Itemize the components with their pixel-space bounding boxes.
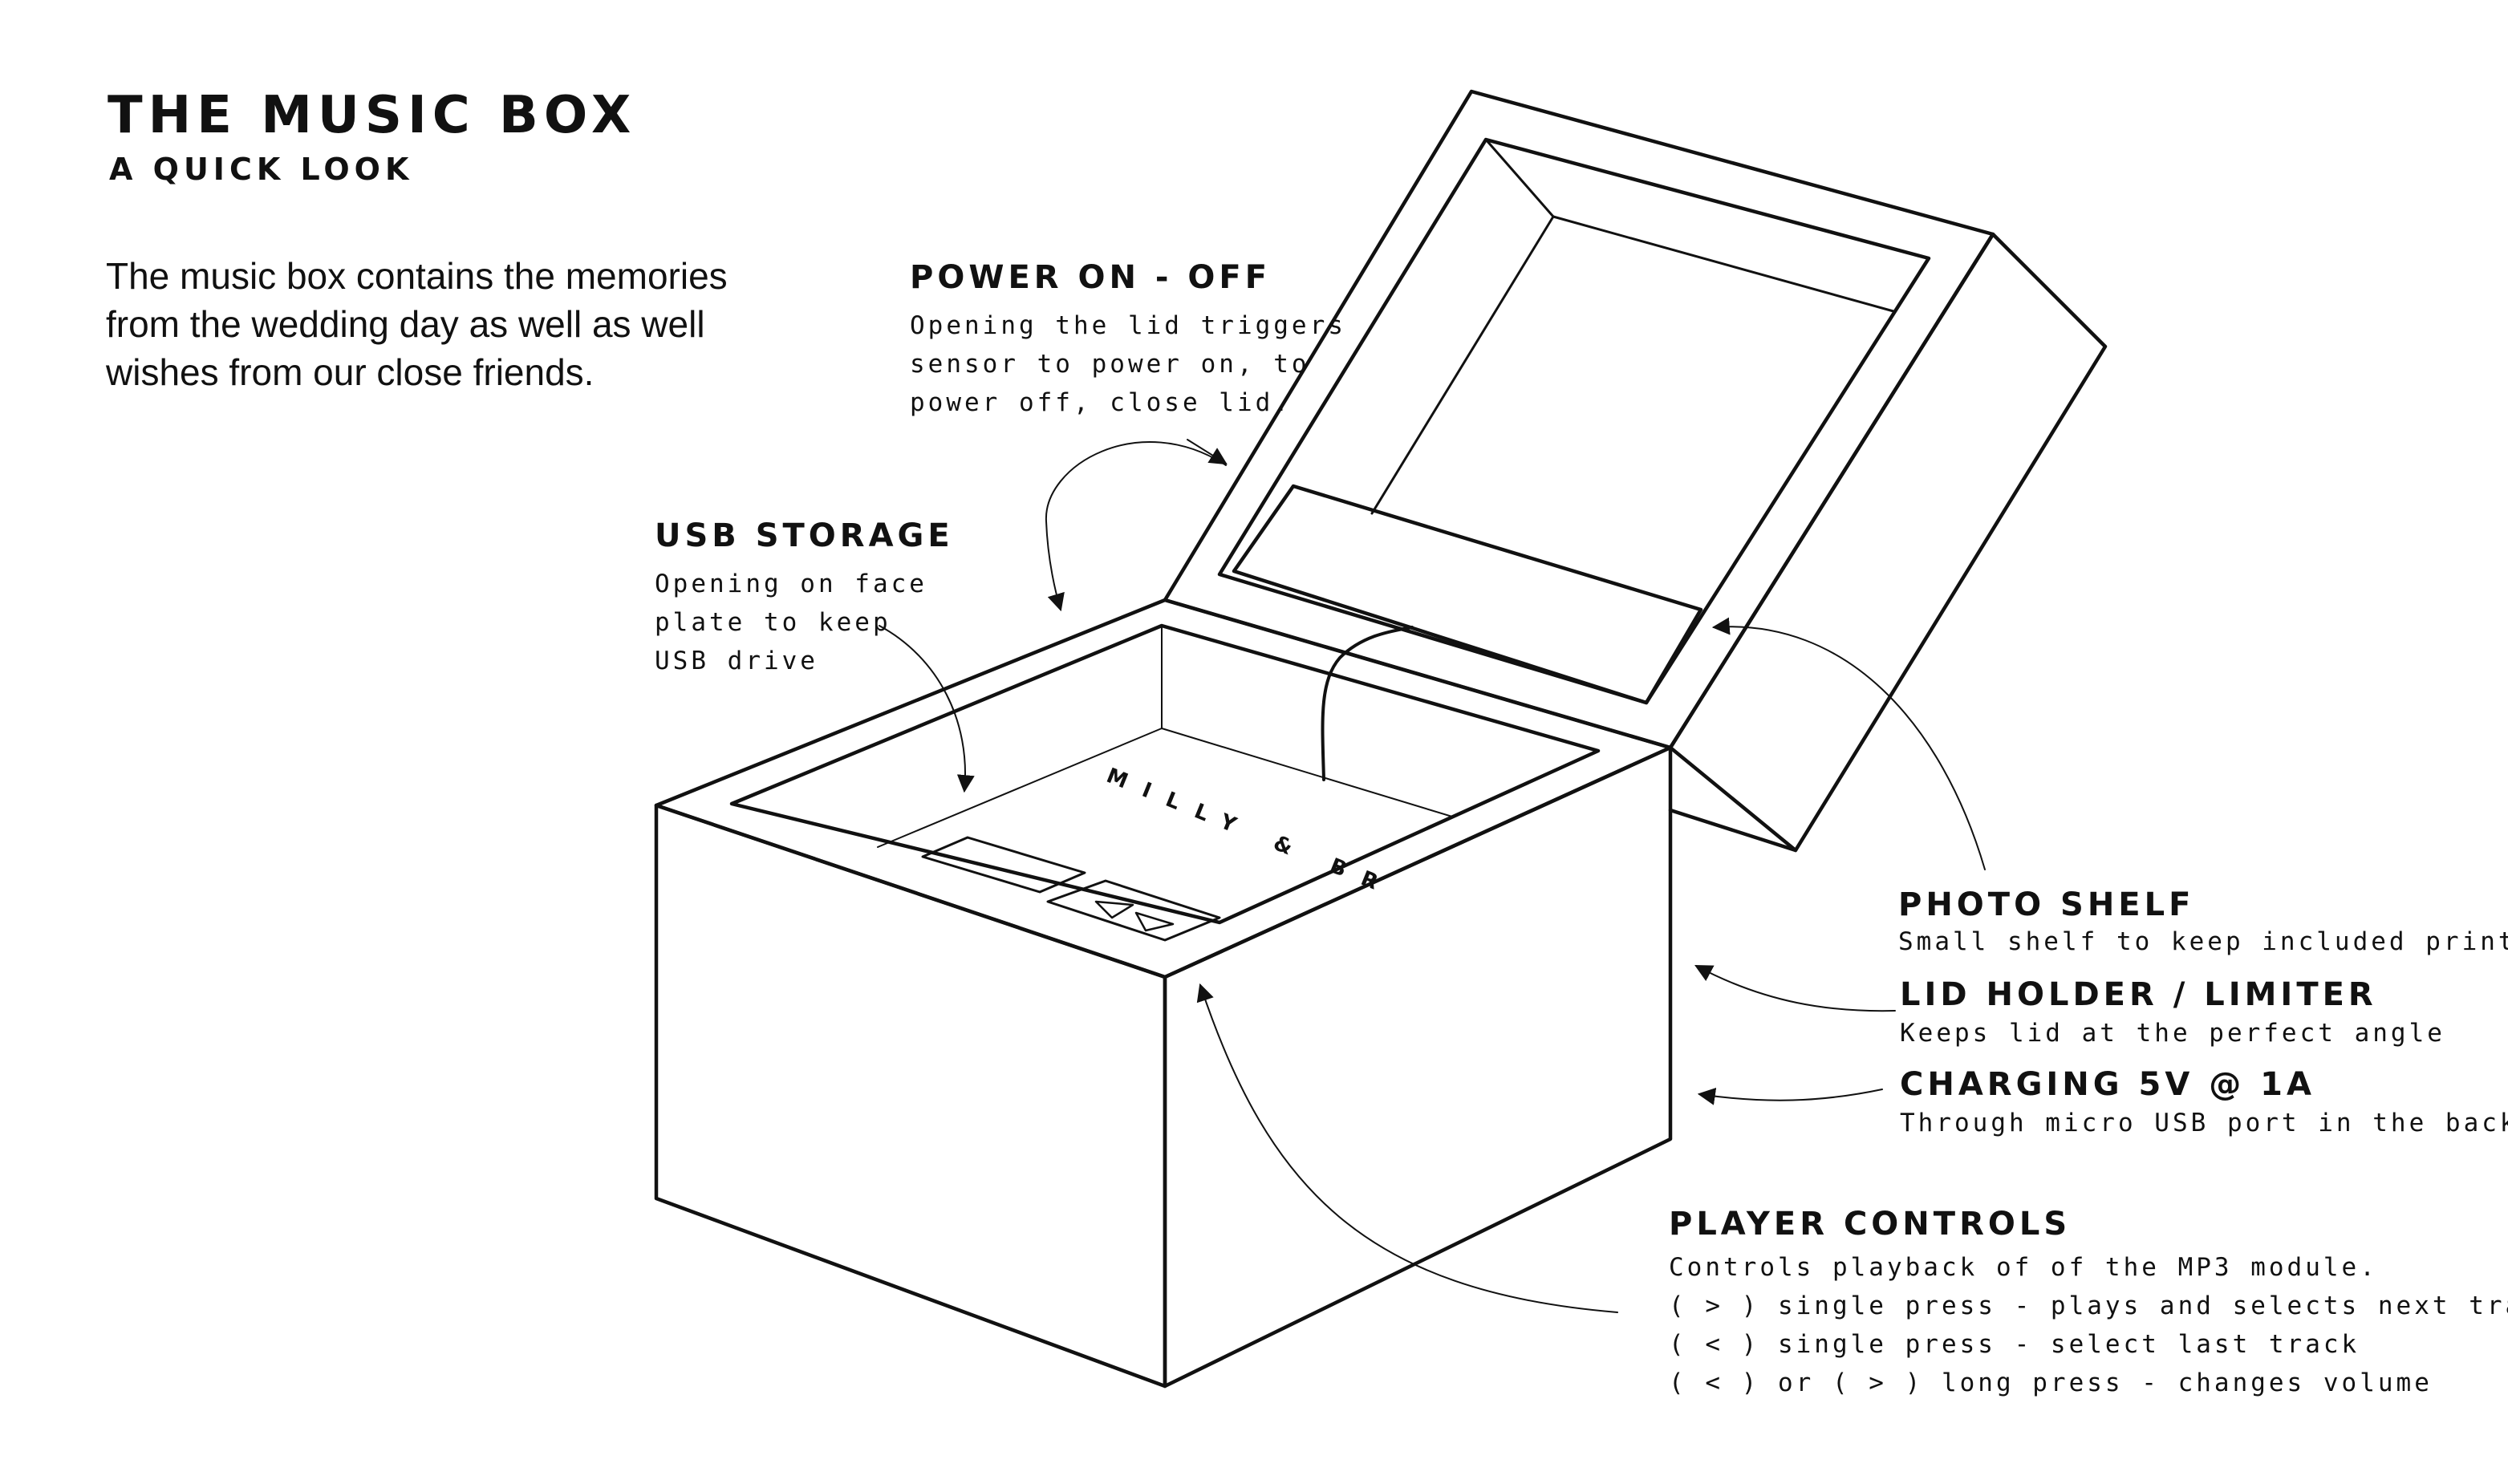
control-panel [1046,879,1221,942]
lid-cable [1321,626,1414,781]
intro-line: The music box contains the memories [106,255,728,297]
callout-line: Opening on face [655,570,927,598]
callout-lid-holder: LID HOLDER / LIMITER Keeps lid at the pe… [1900,979,2445,1052]
control-buttons [1094,900,1175,932]
callout-body: Opening on face plate to keep USB drive [655,565,954,680]
page-title: THE MUSIC BOX [108,86,637,145]
callout-body: Opening the lid triggers sensor to power… [910,306,1346,422]
player-arrow [1196,983,1618,1313]
page-subtitle: A QUICK LOOK [109,152,414,187]
callout-line: Through micro USB port in the back [1900,1109,2508,1137]
power-arrow [1045,441,1227,612]
callout-body: Small shelf to keep included prints [1898,922,2508,961]
power-arrow-head [1187,439,1228,465]
charging-arrow [1697,1087,1883,1105]
callout-photo-shelf: PHOTO SHELF Small shelf to keep included… [1898,889,2508,961]
callout-player-controls: PLAYER CONTROLS Controls playback of of … [1669,1208,2508,1402]
callout-line: Keeps lid at the perfect angle [1900,1019,2445,1048]
callout-body: Through micro USB port in the back [1900,1104,2508,1142]
callout-line: Opening the lid triggers [910,311,1346,340]
callout-heading: CHARGING 5V @ 1A [1900,1066,2315,1103]
lid [1163,89,2108,853]
callout-line: ( < ) or ( > ) long press - changes volu… [1669,1368,2433,1397]
usb-arrow [879,625,975,793]
callout-line: Controls playback of of the MP3 module. [1669,1253,2378,1282]
box-interior [877,625,1453,848]
callout-line: ( < ) single press - select last track [1669,1330,2360,1359]
callout-heading: POWER ON - OFF [910,259,1272,296]
lid-side-face [1668,232,2108,853]
callout-line: ( > ) single press - plays and selects n… [1669,1291,2508,1320]
intro-line: wishes from our close friends. [106,351,595,393]
lid-arrow [1694,964,1896,1012]
callout-body: Controls playback of of the MP3 module. … [1669,1248,2508,1402]
photo-shelf [1232,484,1703,705]
callout-line: power off, close lid. [910,388,1292,417]
callout-arrows [879,439,1986,1313]
photo-arrow [1711,617,1986,870]
box-base [654,598,1673,1389]
box-right-face [1163,745,1673,1389]
callout-line: USB drive [655,647,818,675]
callout-usb-storage: USB STORAGE Opening on face plate to kee… [655,520,954,680]
callout-heading: LID HOLDER / LIMITER [1900,976,2377,1013]
callout-heading: PLAYER CONTROLS [1669,1206,2072,1243]
callout-line: Small shelf to keep included prints [1898,927,2508,956]
callout-power: POWER ON - OFF Opening the lid triggers … [910,262,1346,422]
next-button-icon [1134,911,1175,932]
intro-line: from the wedding day as well as well [106,303,705,345]
face-plate [921,836,1221,942]
lid-bevels [1370,138,1895,515]
lid-hinge [1668,808,1798,853]
lid-inner-panel [1217,137,1931,705]
callout-line: plate to keep [655,608,891,637]
box-inner-opening [729,623,1601,925]
callout-heading: USB STORAGE [655,517,954,554]
usb-opening [921,836,1086,894]
callout-heading: PHOTO SHELF [1898,886,2195,923]
intro-text: The music box contains the memories from… [106,252,780,396]
callout-line: sensor to power on, to [910,350,1310,379]
callout-body: Keeps lid at the perfect angle [1900,1014,2445,1052]
callout-charging: CHARGING 5V @ 1A Through micro USB port … [1900,1068,2508,1142]
prev-button-icon [1094,900,1134,919]
